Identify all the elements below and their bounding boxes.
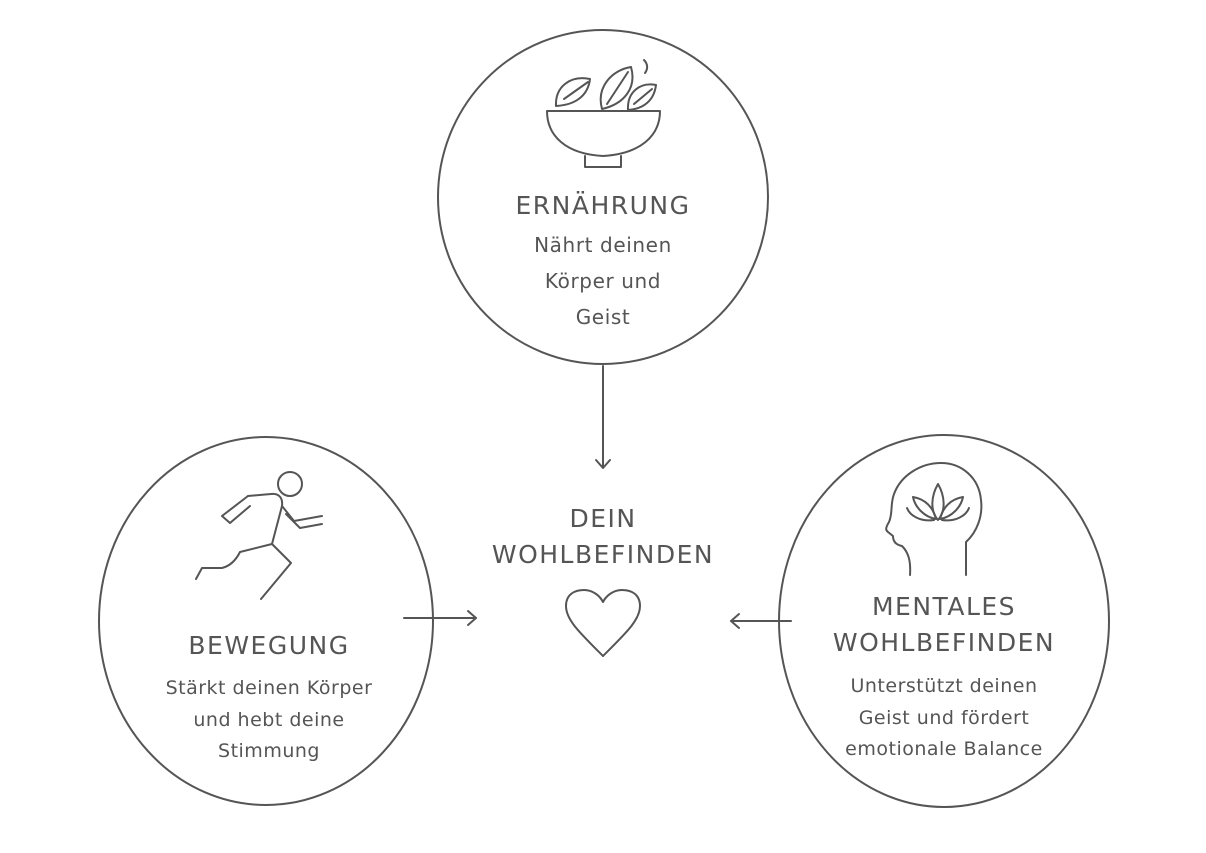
- mentales-title: MENTALES WOHLBEFINDEN: [792, 589, 1096, 661]
- mentales-desc-line: emotionale Balance: [845, 738, 1043, 760]
- bewegung-desc-line: und hebt deine: [193, 708, 345, 731]
- mentales-title-line: MENTALES: [871, 592, 1017, 621]
- mentales-desc-line: Unterstützt deinen: [850, 675, 1038, 697]
- bewegung-desc: Stärkt deinen Körper und hebt deine Stim…: [109, 673, 429, 768]
- ernaehrung-desc-line: Geist: [575, 305, 631, 329]
- bewegung-desc-line: Stärkt deinen Körper: [165, 677, 373, 699]
- heart-icon: [565, 589, 641, 657]
- center-title-line: WOHLBEFINDEN: [491, 540, 715, 569]
- bewegung-title: BEWEGUNG: [188, 631, 350, 660]
- bewegung-circle: [98, 436, 434, 806]
- ernaehrung-title: ERNÄHRUNG: [515, 191, 691, 220]
- arrow-right: [403, 610, 477, 626]
- bewegung-desc-line: Stimmung: [218, 740, 320, 762]
- head-lotus-icon: [885, 462, 983, 576]
- running-person-icon: [195, 471, 323, 600]
- mentales-desc: Unterstützt deinen Geist und fördert emo…: [792, 671, 1096, 766]
- arrow-down: [595, 365, 611, 469]
- ernaehrung-desc-line: Nährt deinen: [534, 233, 672, 257]
- mentales-desc-line: Geist und fördert: [858, 706, 1030, 729]
- ernaehrung-circle: [437, 29, 769, 365]
- ernaehrung-desc-line: Körper und: [544, 269, 662, 293]
- mentales-title-line: WOHLBEFINDEN: [832, 628, 1056, 657]
- salad-bowl-icon: [546, 59, 661, 168]
- center-title: DEIN WOHLBEFINDEN: [453, 501, 753, 573]
- center-title-line: DEIN: [569, 504, 637, 533]
- ernaehrung-desc: Nährt deinen Körper und Geist: [453, 227, 753, 335]
- arrow-left: [730, 613, 792, 629]
